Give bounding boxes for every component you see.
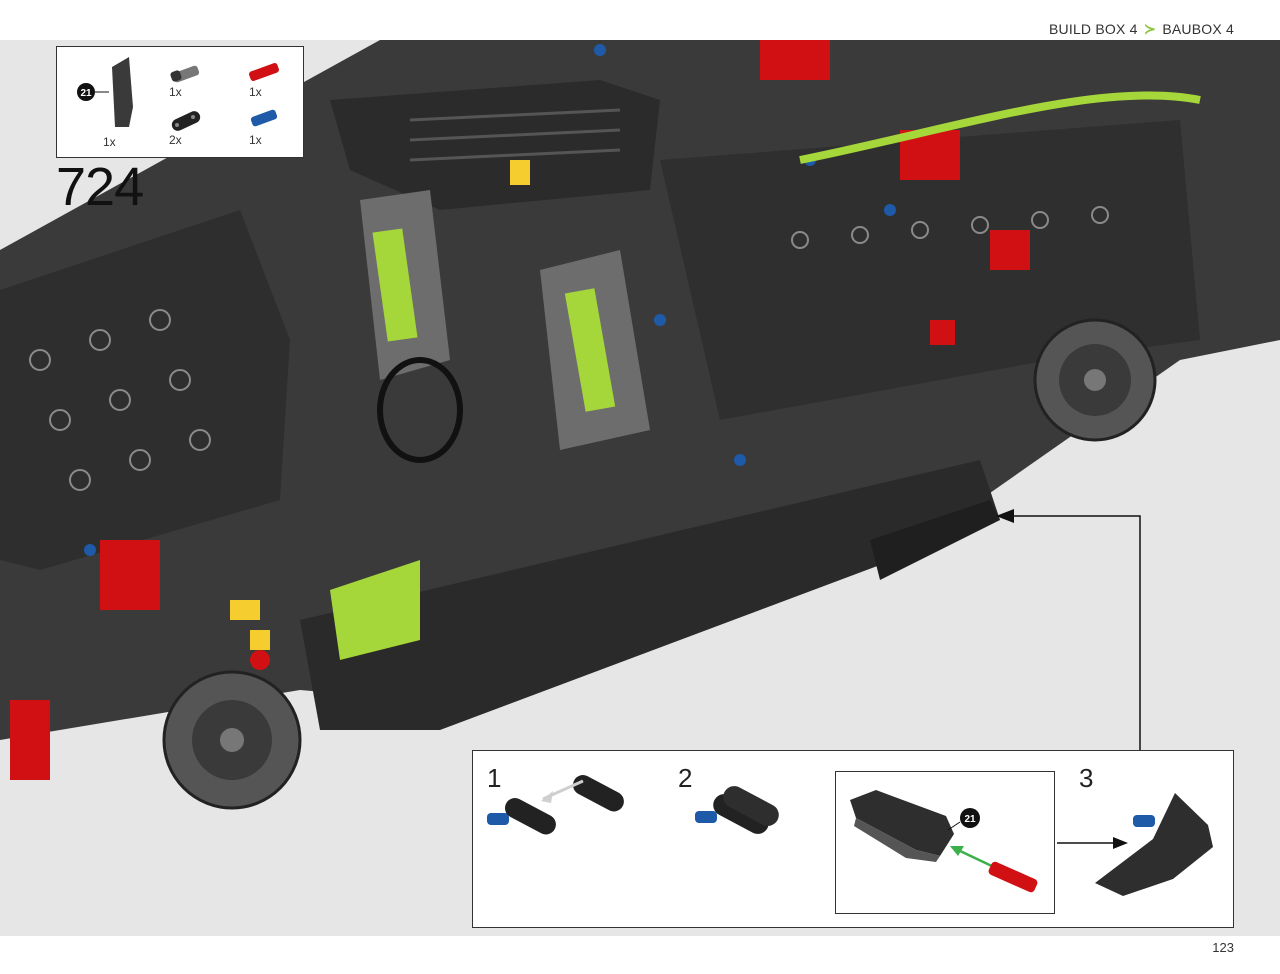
rear-right-hub [1033,318,1157,442]
lime-sill-beam [330,560,420,660]
callout-badge-icon [77,83,95,101]
baubox-label: BAUBOX 4 [1162,21,1234,37]
part-qty-connector: 1x [169,85,182,99]
left-block [0,210,290,570]
build-box-label: BUILD BOX 4 [1049,21,1138,37]
substep-2-number: 2 [678,763,693,793]
substep-1-blue-pin-icon [487,813,509,825]
front-left-hub [162,670,302,810]
dark-grey-panel-icon [112,57,133,127]
page-number: 123 [1212,940,1234,955]
side-sill [300,460,1000,730]
lime-arrow-icon: ≻ [1143,21,1157,38]
red-axle-pin-icon [249,63,279,81]
lime-hose [799,91,1201,164]
red-axle-pin-icon [988,861,1038,893]
parts-badge-number: 21 [80,88,92,99]
inner-badge-number: 21 [964,814,976,825]
header-breadcrumb: BUILD BOX 4 ≻ BAUBOX 4 [1049,20,1234,38]
black-liftarm-icon [171,111,201,131]
inner-assembly-box: 21 [835,771,1055,914]
panel-element-icon [850,790,954,862]
substep-3-panel-icon [1095,793,1213,896]
part-qty-liftarm: 2x [169,133,182,147]
part-qty-red-axle: 1x [249,85,262,99]
substep-1-liftarm-icon [504,798,556,835]
substep-1-number: 1 [487,763,502,793]
steering-wheel [377,357,463,463]
substep-3-arrow-icon [1113,837,1128,849]
green-insert-arrow-icon [950,846,964,856]
placement-arrow-head [996,509,1014,523]
substep-3-number: 3 [1079,763,1094,793]
substep-1-second-liftarm-icon [572,775,624,812]
blue-pin-icon [250,109,278,127]
inner-callout-badge-icon [960,808,980,828]
grey-connector-pin-icon [170,65,200,83]
part-qty-panel: 1x [103,135,116,149]
parts-list: 21 1x 1x 1x 2x 1x [56,46,304,158]
substep-1-insert-arrow-icon [541,791,553,803]
substep-2-assembly-icon [695,786,779,834]
step-number: 724 [56,157,144,217]
part-qty-blue-pin: 1x [249,133,262,147]
sill-end-panel [870,500,1000,580]
placement-arrow-line [1010,515,1141,750]
car-chassis-illustration [0,40,1280,810]
